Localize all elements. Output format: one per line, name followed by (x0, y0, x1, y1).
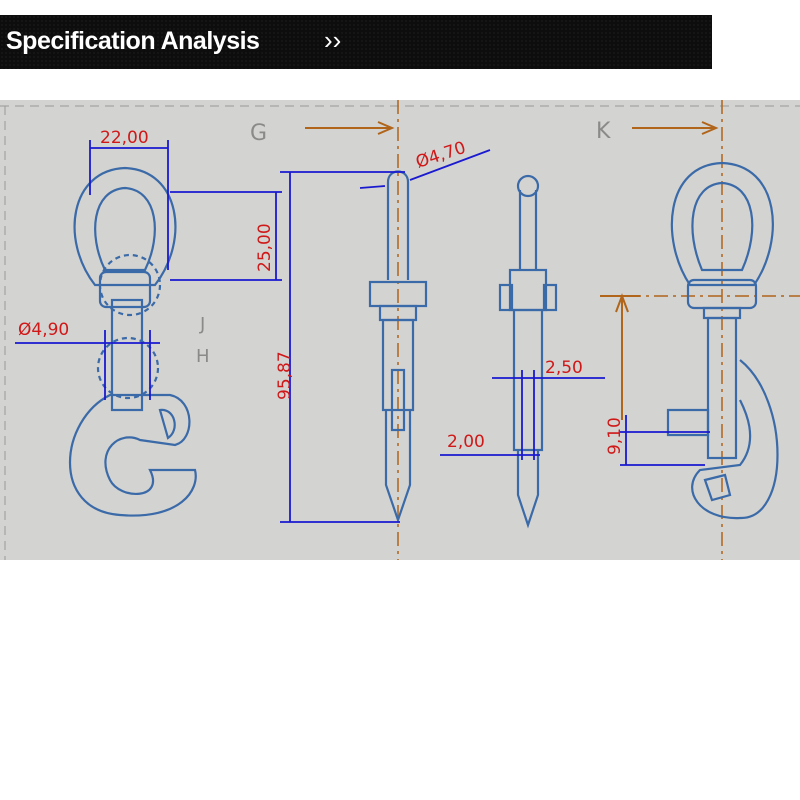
drawing-stroke (666, 408, 710, 437)
hook-front-view (69, 166, 197, 517)
section-banner: Specification Analysis ›› (0, 15, 712, 69)
dim-pin-diameter: Ø4,90 (18, 320, 69, 340)
drawing-stroke (518, 190, 538, 270)
dim-arrow-hook-height (600, 293, 640, 420)
drawing-stroke (512, 308, 544, 452)
drawing-stroke (73, 166, 177, 287)
dim-line-shaft-width (492, 370, 605, 460)
view-label-j: J (199, 314, 205, 335)
drawing-stroke (516, 174, 540, 198)
dim-gate-height: 9,10 (605, 417, 625, 455)
section-arrow-k (632, 121, 719, 135)
drawing-stroke (691, 359, 779, 520)
section-title: Specification Analysis (6, 27, 260, 55)
drawing-stroke (381, 318, 415, 412)
hook-front-view-k (666, 161, 779, 520)
drawing-stroke (69, 393, 197, 517)
dim-line-eye-diameter (359, 149, 491, 189)
chevron-right-icon: ›› (324, 25, 342, 55)
drawing-stroke (158, 408, 176, 440)
view-label-g: G (250, 121, 267, 146)
drawing-stroke (98, 253, 162, 317)
drawing-stroke (516, 450, 540, 529)
drawing-stroke (498, 283, 514, 312)
hook-side-view-g (368, 170, 428, 524)
view-label-k: K (596, 119, 611, 144)
drawing-stroke (706, 316, 738, 460)
drawing-stroke (98, 270, 152, 309)
dim-line-ring-height (170, 191, 282, 281)
snap-hook-drawing: G K J H 22,00 25,00 Ø4,90 95,87 Ø4,70 (0, 100, 800, 560)
dim-line-ring-width (89, 140, 169, 270)
dim-line-pin-diameter (15, 330, 160, 400)
drawing-stroke (96, 336, 160, 400)
drawing-stroke (703, 473, 732, 502)
technical-drawing: G K J H 22,00 25,00 Ø4,90 95,87 Ø4,70 (0, 100, 800, 560)
drawing-stroke (390, 368, 406, 432)
drawing-stroke (94, 186, 156, 272)
drawing-stroke (542, 283, 558, 312)
dim-overall-length: 95,87 (275, 351, 295, 400)
dim-tip-width: 2,00 (447, 432, 485, 452)
dim-ring-width: 22,00 (100, 128, 149, 148)
drawing-stroke (508, 268, 548, 312)
dim-line-overall-length (280, 171, 405, 523)
dim-line-gate-height (620, 415, 710, 466)
hook-side-view (498, 174, 558, 529)
dim-ring-height: 25,00 (255, 223, 275, 272)
dim-shaft-width: 2,50 (545, 358, 583, 378)
drawing-stroke (384, 410, 412, 524)
drawing-stroke (670, 161, 774, 287)
drawing-stroke (110, 298, 144, 412)
drawing-stroke (691, 181, 754, 272)
section-arrow-g (305, 121, 395, 135)
view-label-h: H (196, 346, 210, 367)
